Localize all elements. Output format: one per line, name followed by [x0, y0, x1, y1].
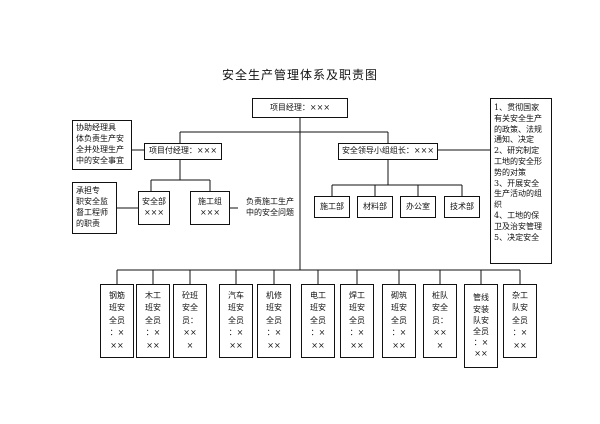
team-label: 桩队 安全 员： ×× × — [432, 291, 448, 350]
dept-label: 技术部 — [450, 201, 474, 211]
duties-box: 1、贯彻国家 有关安全生产 的政策、法规 通知、决定 2、研究制定 工地的安全形… — [490, 98, 552, 264]
team-label: 砌筑 班安 全员 ：× ×× — [391, 291, 407, 350]
team-box-repair: 机修 班安 全员 ：× ×× — [257, 284, 291, 358]
deputy-manager-box: 项目付经理：××× — [144, 143, 222, 160]
project-manager-label: 项目经理：××× — [269, 102, 331, 112]
dept-box-2: 材料部 — [357, 196, 393, 218]
safety-leader-label: 安全领导小组组长：××× — [341, 146, 435, 156]
team-label: 焊工 班安 全员 ：× ×× — [349, 291, 365, 350]
team-box-carpentry: 木工 班安 全员 ：× ×× — [136, 284, 170, 358]
assist-note-box: 协助经理具 体负责生产安 全并处理生产 中的安全事宜 — [72, 120, 132, 170]
team-box-misc: 杂工 队安 全员 ：× ×× — [503, 284, 537, 358]
team-box-pile: 桩队 安全 员： ×× × — [423, 284, 457, 358]
safety-dept-label: 安全部 ××× — [142, 197, 166, 217]
supervisor-note-text: 承担专 职安全监 督工程师 的职责 — [76, 186, 108, 228]
project-manager-box: 项目经理：××× — [252, 98, 348, 118]
team-label: 机修 班安 全员 ：× ×× — [266, 291, 282, 350]
team-label: 杂工 队安 全员 ：× ×× — [512, 291, 528, 350]
dept-label: 施工部 — [320, 201, 344, 211]
supervisor-note-box: 承担专 职安全监 督工程师 的职责 — [72, 182, 117, 234]
team-label: 钢筋 班安 全员 ：× ×× — [109, 291, 125, 350]
team-label: 管线 安装 队安 全员 ：× ×× — [473, 293, 489, 359]
deputy-manager-label: 项目付经理：××× — [148, 146, 218, 156]
safety-dept-box: 安全部 ××× — [138, 191, 170, 225]
assist-note-text: 协助经理具 体负责生产安 全并处理生产 中的安全事宜 — [76, 123, 124, 165]
construction-note-text: 负责施工生产 中的安全问题 — [246, 197, 294, 217]
team-box-vehicle: 汽车 班安 全员 ：× ×× — [219, 284, 253, 358]
team-box-rebar: 钢筋 班安 全员 ：× ×× — [100, 284, 134, 358]
team-box-masonry: 砌筑 班安 全员 ：× ×× — [382, 284, 416, 358]
team-label: 木工 班安 全员 ：× ×× — [145, 291, 161, 350]
dept-box-3: 办公室 — [400, 196, 436, 218]
team-box-welding: 焊工 班安 全员 ：× ×× — [340, 284, 374, 358]
diagram-title: 安全生产管理体系及职责图 — [221, 68, 378, 82]
construction-team-label: 施工组 ××× — [198, 197, 222, 217]
duties-text: 1、贯彻国家 有关安全生产 的政策、法规 通知、决定 2、研究制定 工地的安全形… — [494, 103, 542, 242]
team-label: 汽车 班安 全员 ：× ×× — [228, 291, 244, 350]
team-label: 砼班 安全 员： ×× × — [182, 291, 198, 350]
team-box-concrete: 砼班 安全 员： ×× × — [173, 284, 207, 358]
team-box-pipeline: 管线 安装 队安 全员 ：× ×× — [464, 284, 498, 368]
construction-team-box: 施工组 ××× — [190, 191, 230, 225]
construction-note: 负责施工生产 中的安全问题 — [238, 196, 302, 220]
dept-label: 材料部 — [363, 201, 387, 211]
safety-leader-box: 安全领导小组组长：××× — [338, 143, 438, 160]
dept-label: 办公室 — [406, 201, 430, 211]
dept-box-1: 施工部 — [314, 196, 350, 218]
team-box-electrical: 电工 班安 全员 ：× ×× — [301, 284, 335, 358]
dept-box-4: 技术部 — [444, 196, 480, 218]
team-label: 电工 班安 全员 ：× ×× — [310, 291, 326, 350]
